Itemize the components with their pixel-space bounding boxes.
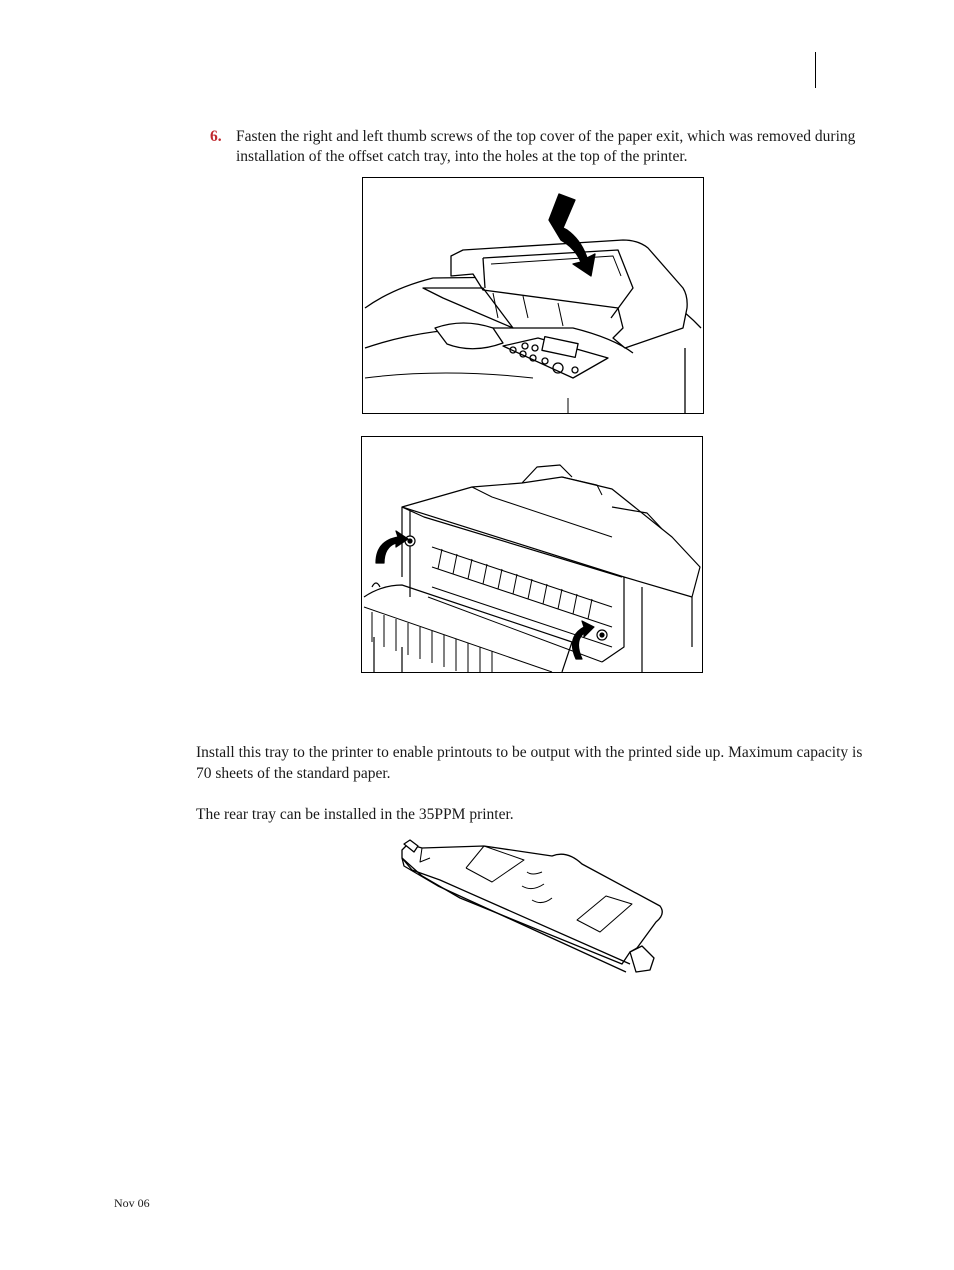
rear-tray-paragraph: The rear tray can be installed in the 35… xyxy=(196,806,514,823)
footer-date: Nov 06 xyxy=(114,1196,150,1210)
thumb-screws-illustration xyxy=(361,436,703,673)
margin-rule xyxy=(815,52,816,88)
step-6: 6. Fasten the right and left thumb screw… xyxy=(210,127,880,166)
install-paragraph: Install this tray to the printer to enab… xyxy=(196,744,863,782)
rear-tray-illustration xyxy=(392,836,672,976)
top-cover-illustration xyxy=(362,177,704,414)
step-text: Fasten the right and left thumb screws o… xyxy=(236,128,856,165)
step-number: 6. xyxy=(210,128,222,145)
